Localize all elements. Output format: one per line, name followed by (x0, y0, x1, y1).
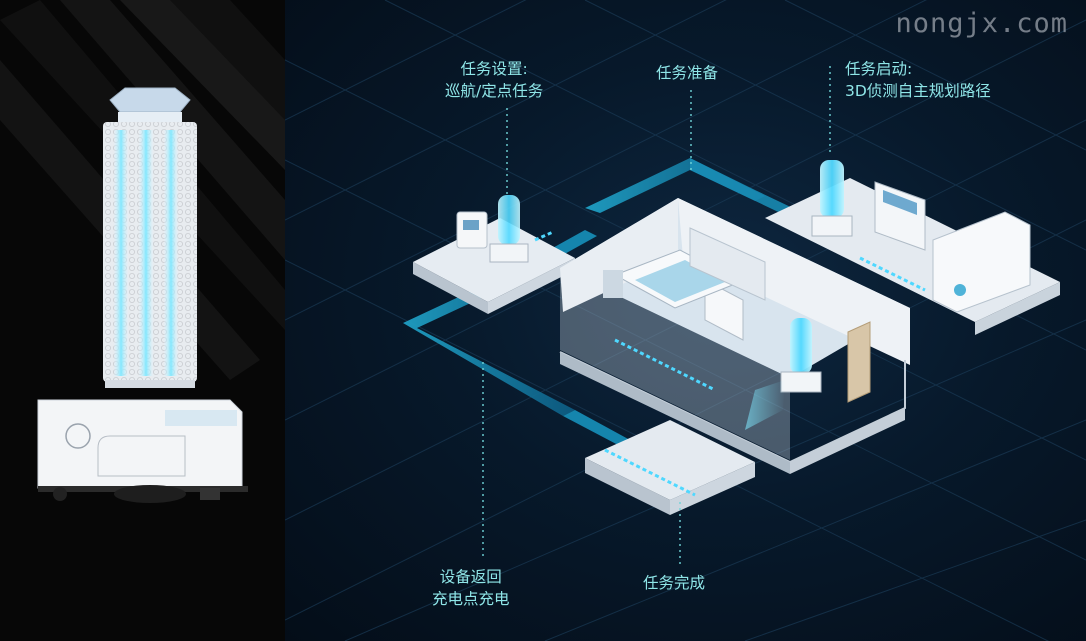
step-return-charge-title: 设备返回 (439, 568, 502, 586)
lamp-column (103, 122, 197, 388)
step-task-prepare: 任务准备 (656, 62, 718, 84)
leader-lines (482, 66, 831, 566)
watermark: nongjx.com (895, 8, 1068, 39)
step-task-complete-title: 任务完成 (643, 574, 706, 592)
platform-task-complete (585, 420, 755, 515)
step-return-charge: 设备返回 充电点充电 (432, 566, 510, 610)
step-task-setting-title: 任务设置: (460, 60, 528, 78)
step-task-prepare-title: 任务准备 (656, 64, 719, 82)
robot-product-panel (0, 0, 285, 641)
hospital-room (559, 198, 910, 474)
step-task-setting-detail: 巡航/定点任务 (445, 82, 544, 100)
uv-robot-illustration (0, 0, 285, 503)
isometric-scene (285, 0, 1086, 641)
step-task-start: 任务启动: 3D侦测自主规划路径 (845, 58, 991, 102)
step-task-setting: 任务设置: 巡航/定点任务 (445, 58, 543, 102)
step-return-charge-detail: 充电点充电 (432, 590, 510, 608)
robot-base (37, 399, 248, 503)
step-task-start-title: 任务启动: (845, 60, 913, 78)
workflow-diagram-panel: 任务设置: 巡航/定点任务 任务准备 任务启动: 3D侦测自主规划路径 设备返回… (285, 0, 1086, 641)
step-task-complete: 任务完成 (643, 572, 705, 594)
step-task-start-detail: 3D侦测自主规划路径 (845, 82, 991, 100)
robot-top-cap (109, 87, 191, 122)
platform-task-start (765, 160, 1060, 335)
platform-task-setting (413, 195, 575, 314)
